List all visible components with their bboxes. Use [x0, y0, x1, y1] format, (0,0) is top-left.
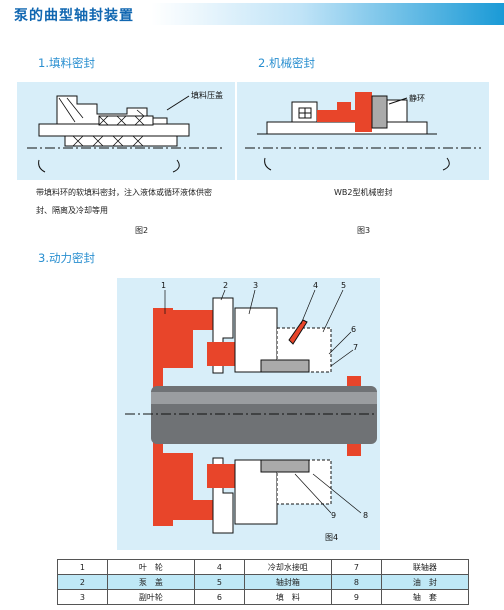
figure-4-label: 图4	[325, 533, 338, 542]
figure-2-label: 图2	[135, 226, 149, 235]
figure-3-panel: 静环	[237, 82, 489, 180]
callout-6: 6	[351, 325, 356, 334]
page-title: 泵的曲型轴封装置	[14, 8, 134, 24]
callout-2: 2	[223, 281, 228, 290]
table-cell: 轴 套	[380, 589, 470, 605]
section-heading-dynamic-seal: 3.动力密封	[38, 251, 95, 265]
callout-4: 4	[313, 281, 318, 290]
callout-3: 3	[253, 281, 258, 290]
table-cell: 3	[57, 589, 108, 605]
figure-3-label: 图3	[357, 226, 371, 235]
table-row: 3 副叶轮 6 填 料 9 轴 套	[57, 589, 470, 605]
figure-2-caption-line-1: 带填料环的软填料密封，注入液体或循环液体供密	[36, 188, 212, 197]
callout-5: 5	[341, 281, 346, 290]
section-heading-packing-seal: 1.填料密封	[38, 56, 95, 70]
figure-4-panel: 1 2 3 4 5 6 7 8 9 图4	[117, 278, 380, 550]
callout-7: 7	[353, 343, 358, 352]
table-row: 1 叶 轮 4 冷却水接咀 7 联轴器	[57, 559, 470, 575]
table-cell: 5	[193, 574, 245, 590]
table-cell: 9	[330, 589, 382, 605]
table-cell: 冷却水接咀	[243, 559, 332, 575]
table-cell: 2	[57, 574, 108, 590]
label-packing-gland: 填料压盖	[191, 90, 223, 100]
table-cell: 叶 轮	[106, 559, 195, 575]
packing-seal-drawing: 填料压盖	[27, 90, 225, 173]
table-cell: 填 料	[243, 589, 332, 605]
title-bar	[0, 3, 504, 25]
table-cell: 7	[330, 559, 382, 575]
table-cell: 1	[57, 559, 108, 575]
callout-1: 1	[161, 281, 166, 290]
dynamic-seal-drawing: 1 2 3 4 5 6 7 8 9 图4	[125, 281, 377, 542]
figure-2-caption-line-2: 封、隔离及冷却等用	[36, 206, 108, 215]
table-row: 2 泵 盖 5 轴封箱 8 油 封	[57, 574, 470, 590]
table-cell: 轴封箱	[243, 574, 332, 590]
label-stationary-ring: 静环	[409, 93, 425, 103]
table-cell: 6	[193, 589, 245, 605]
table-cell: 泵 盖	[106, 574, 195, 590]
figure-2-panel: 填料压盖	[17, 82, 235, 180]
figure-3-caption: WB2型机械密封	[334, 188, 393, 197]
table-cell: 4	[193, 559, 245, 575]
callout-9: 9	[331, 511, 336, 520]
table-cell: 油 封	[380, 574, 470, 590]
table-cell: 联轴器	[380, 559, 470, 575]
table-cell: 8	[330, 574, 382, 590]
table-cell: 副叶轮	[106, 589, 195, 605]
mechanical-seal-drawing: 静环	[245, 92, 481, 171]
parts-table: 1 叶 轮 4 冷却水接咀 7 联轴器 2 泵 盖 5 轴封箱 8 油 封 3 …	[57, 559, 470, 605]
callout-8: 8	[363, 511, 368, 520]
section-heading-mechanical-seal: 2.机械密封	[258, 56, 315, 70]
